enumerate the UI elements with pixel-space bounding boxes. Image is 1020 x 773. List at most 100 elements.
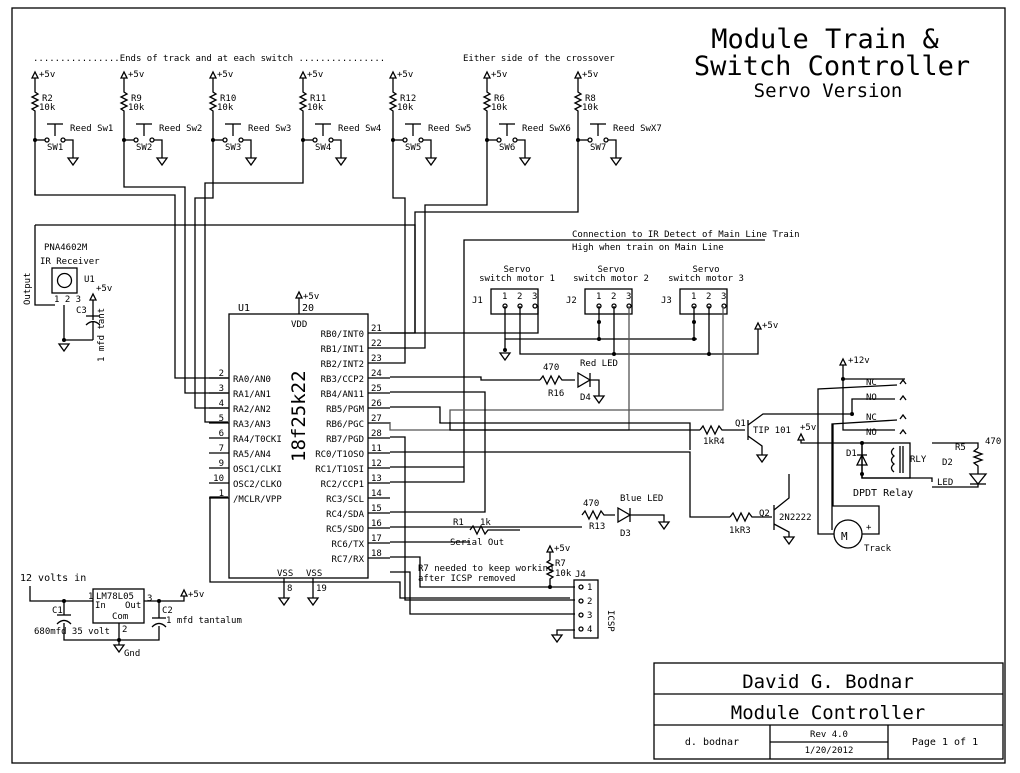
svg-text:VSS: VSS <box>277 569 293 579</box>
svg-text:VDD: VDD <box>291 320 307 330</box>
svg-text:2: 2 <box>122 625 127 635</box>
q1-relay-driver: 1kR4 Q1 TIP 101 +5v <box>449 413 862 464</box>
svg-text:NO: NO <box>866 428 877 438</box>
title-block: David G. Bodnar Module Controller d. bod… <box>653 662 1004 760</box>
pin-name: RC4/SDA <box>326 510 365 520</box>
pin-name: RB4/AN11 <box>321 390 364 400</box>
project-name: Module Controller <box>731 702 925 724</box>
c1-value: 680mfd 35 volt <box>34 627 110 637</box>
switch-ref: SW7 <box>590 143 606 153</box>
pin-number: 28 <box>371 429 382 439</box>
resistor-value: 10k <box>39 103 56 113</box>
ground-icon <box>244 157 258 167</box>
switch-ref: SW1 <box>47 143 63 153</box>
title-line-3: Servo Version <box>754 80 903 102</box>
svg-text:10k: 10k <box>555 569 572 579</box>
reed-switch-label: Reed SwX6 <box>522 124 571 134</box>
pin-number: 10 <box>213 474 224 484</box>
blue-led-label: Blue LED <box>620 494 663 504</box>
author-name: David G. Bodnar <box>742 671 914 693</box>
relay: +12v NC NO NC NO D1 RLY R5 470 D2 LED DP… <box>817 356 1001 530</box>
switch-ref: SW5 <box>405 143 421 153</box>
pin-number: 2 <box>706 292 711 302</box>
pin-name: RA0/AN0 <box>233 375 271 385</box>
svg-text:D2: D2 <box>942 458 953 468</box>
serial-out-label: Serial Out <box>450 538 504 548</box>
reed-wires <box>34 145 579 423</box>
c3-value: 1 mfd tant <box>97 308 107 362</box>
svg-text:+5v: +5v <box>554 544 570 554</box>
switch-ref: SW2 <box>136 143 152 153</box>
svg-text:20: 20 <box>302 303 314 314</box>
title-line-1: Module Train & <box>711 24 939 55</box>
pin-number: 3 <box>721 292 726 302</box>
pin-name: RB1/INT1 <box>321 345 364 355</box>
resistor <box>388 78 398 140</box>
svg-text:1kR4: 1kR4 <box>703 437 725 447</box>
servo-label-2: switch motor 3 <box>668 274 744 284</box>
svg-text:1kR3: 1kR3 <box>729 526 751 536</box>
icsp-header: R7 needed to keep working after ICSP rem… <box>418 544 615 644</box>
svg-text:C3: C3 <box>76 306 87 316</box>
svg-text:LED: LED <box>937 478 953 488</box>
pin-number: 5 <box>219 414 224 424</box>
svg-text:NC: NC <box>866 378 877 388</box>
connector-ref: J3 <box>661 296 672 306</box>
mcu-part: 18f25k22 <box>288 370 310 462</box>
switch-ref: SW3 <box>225 143 241 153</box>
icsp-pin-number: 4 <box>587 625 592 635</box>
svg-text:R7: R7 <box>555 559 566 569</box>
svg-text:NO: NO <box>866 393 877 403</box>
pin-number: 18 <box>371 549 382 559</box>
drawn-by: d. bodnar <box>685 737 739 748</box>
svg-text:D3: D3 <box>620 529 631 539</box>
vcc-label: +5v <box>39 70 55 80</box>
pin-number: 26 <box>371 399 382 409</box>
blue-led-circuit: 470 R13 Blue LED D3 <box>581 494 671 539</box>
pin-number: 2 <box>611 292 616 302</box>
vcc-icon <box>208 70 218 79</box>
pin-number: 23 <box>371 354 382 364</box>
vcc-label: +5v <box>491 70 507 80</box>
icsp-pin-number: 2 <box>587 597 592 607</box>
vcc-icon <box>298 70 308 79</box>
resistor-ref: R8 <box>585 94 596 104</box>
svg-text:R7 needed to keep working: R7 needed to keep working <box>418 564 553 574</box>
svg-text:Out: Out <box>125 601 141 611</box>
ground-icon <box>334 157 348 167</box>
pin-name: RA4/T0CKI <box>233 435 282 445</box>
resistor <box>298 78 308 140</box>
vcc-label: +5v <box>582 70 598 80</box>
pin-number: 16 <box>371 519 382 529</box>
note-track-ends: ................Ends of track and at eac… <box>33 54 385 64</box>
resistor-ref: R6 <box>494 94 505 104</box>
q1-part: TIP 101 <box>753 426 791 436</box>
revision: Rev 4.0 <box>810 730 848 740</box>
svg-text:19: 19 <box>316 584 327 594</box>
pin-number: 6 <box>219 429 224 439</box>
switch-ref: SW6 <box>499 143 515 153</box>
resistor-ref: R2 <box>42 94 53 104</box>
vcc-icon <box>119 70 129 79</box>
resistor <box>119 78 129 140</box>
reed-switch-label: Reed Sw2 <box>159 124 202 134</box>
pin-number: 13 <box>371 474 382 484</box>
pin-name: RB7/PGD <box>326 435 364 445</box>
sheet-border <box>11 7 1006 764</box>
ir-connection: Connection to IR Detect of Main Line Tra… <box>390 230 800 483</box>
relay-label: DPDT Relay <box>853 488 913 499</box>
